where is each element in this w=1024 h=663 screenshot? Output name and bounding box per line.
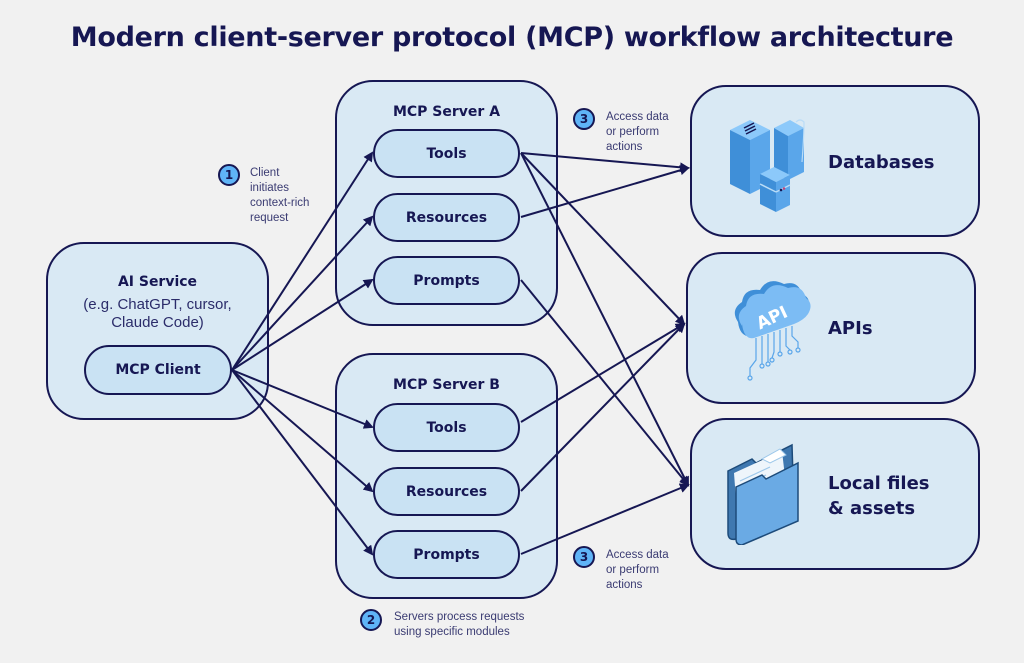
server-a-tools-pill: Tools bbox=[373, 129, 520, 178]
server-a-prompts-pill: Prompts bbox=[373, 256, 520, 305]
local-files-label-line2: & assets bbox=[828, 498, 916, 519]
arrow-client-to-a-prompts bbox=[231, 278, 374, 371]
ai-service-box: AI Service (e.g. ChatGPT, cursor, Claude… bbox=[46, 242, 269, 420]
api-cloud-icon: API bbox=[734, 281, 811, 381]
step-2-line: using specific modules bbox=[394, 626, 510, 638]
local-files-label-line1: Local files bbox=[828, 473, 930, 494]
mcp-client-pill: MCP Client bbox=[84, 345, 232, 395]
step-3-line: actions bbox=[606, 579, 643, 591]
step-3-bottom-note: Access data or perform actions bbox=[606, 548, 669, 593]
step-3-top-badge: 3 bbox=[573, 108, 595, 130]
database-servers-icon bbox=[730, 119, 805, 212]
arrow-client-to-b-prompts bbox=[231, 369, 374, 556]
step-3-line: Access data bbox=[606, 549, 669, 561]
step-1-line: Client bbox=[250, 167, 280, 179]
ai-service-subtitle-line1: (e.g. ChatGPT, cursor, bbox=[83, 296, 232, 313]
arrow-a-tools-to-apis bbox=[520, 152, 686, 326]
step-2-note: Servers process requests using specific … bbox=[394, 610, 524, 640]
ai-service-subtitle-line2: Claude Code) bbox=[111, 314, 204, 331]
server-a-resources-pill: Resources bbox=[373, 193, 520, 242]
apis-box: APIs bbox=[686, 252, 976, 404]
step-1-line: initiates bbox=[250, 182, 289, 194]
step-3-line: or perform bbox=[606, 126, 660, 138]
arrow-client-to-a-tools bbox=[231, 151, 374, 371]
step-3-line: or perform bbox=[606, 564, 660, 576]
step-3-top-note: Access data or perform actions bbox=[606, 110, 669, 155]
arrow-b-prompts-to-local bbox=[520, 483, 690, 555]
mcp-server-b-title: MCP Server B bbox=[393, 377, 500, 393]
arrow-client-to-b-resources bbox=[231, 369, 374, 493]
server-b-tools-pill: Tools bbox=[373, 403, 520, 452]
arrow-b-tools-to-apis bbox=[520, 322, 686, 423]
step-3-bottom-badge: 3 bbox=[573, 546, 595, 568]
apis-label: APIs bbox=[828, 318, 873, 339]
arrow-client-to-b-tools bbox=[231, 369, 374, 429]
arrow-b-resources-to-apis bbox=[520, 322, 686, 492]
ai-service-title: AI Service bbox=[117, 274, 198, 290]
server-b-resources-pill: Resources bbox=[373, 467, 520, 516]
server-b-prompts-pill: Prompts bbox=[373, 530, 520, 579]
arrow-a-tools-to-databases bbox=[520, 152, 690, 173]
step-1-line: request bbox=[250, 212, 289, 224]
folder-icon bbox=[727, 443, 799, 545]
step-1-line: context-rich bbox=[250, 197, 310, 209]
step-1-badge: 1 bbox=[218, 164, 240, 186]
arrow-client-to-a-resources bbox=[231, 215, 374, 371]
mcp-server-a-title: MCP Server A bbox=[392, 104, 501, 120]
diagram-title: Modern client-server protocol (MCP) work… bbox=[70, 22, 954, 53]
step-2-line: Servers process requests bbox=[394, 611, 525, 623]
arrow-a-prompts-to-local bbox=[520, 279, 690, 487]
arrow-a-tools-to-local bbox=[520, 152, 689, 487]
arrow-a-resources-to-databases bbox=[520, 165, 690, 218]
step-3-line: actions bbox=[606, 141, 643, 153]
step-1-note: Client initiates context-rich request bbox=[250, 166, 309, 226]
step-3-line: Access data bbox=[606, 111, 669, 123]
step-2-badge: 2 bbox=[360, 609, 382, 631]
databases-label: Databases bbox=[828, 152, 935, 173]
